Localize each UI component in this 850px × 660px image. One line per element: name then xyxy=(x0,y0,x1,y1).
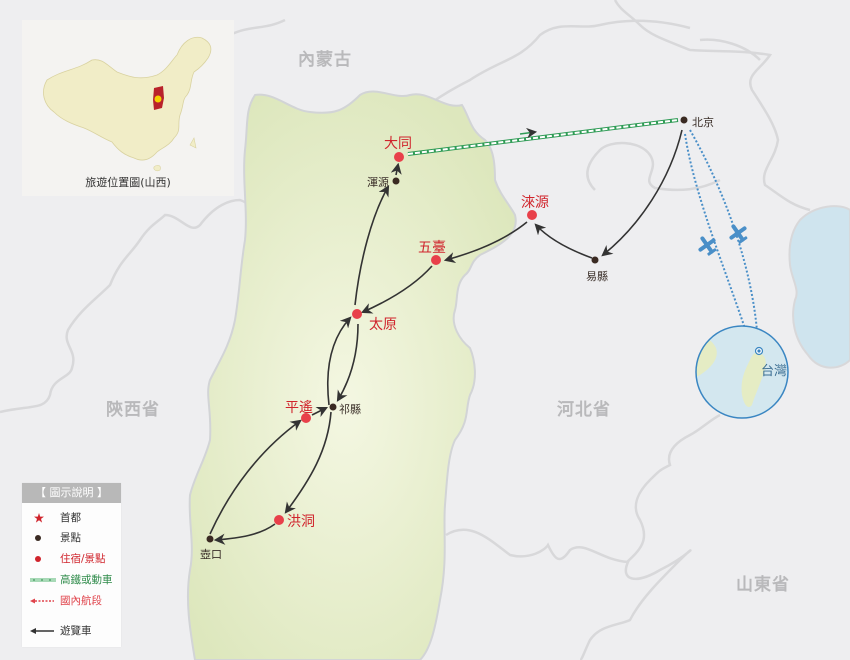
shanxi-province xyxy=(186,90,517,660)
city-label-hunyuan: 渾源 xyxy=(367,176,389,189)
legend-item-rail: 高鐵或動車 xyxy=(30,573,113,587)
attraction-dot-yixian xyxy=(591,256,599,264)
dot-icon xyxy=(34,534,60,542)
city-label-yixian: 易縣 xyxy=(586,270,608,283)
rail-line-icon xyxy=(30,577,60,583)
attraction-dot-hunyuan xyxy=(392,177,400,185)
city-label-hongtong: 洪洞 xyxy=(287,514,315,530)
city-label-hukou: 壺口 xyxy=(200,548,222,561)
legend-item-flight: 國內航段 xyxy=(30,594,102,608)
city-label-laiyuan: 淶源 xyxy=(521,195,549,211)
province-borders xyxy=(0,0,811,660)
map-legend: 【 圖示說明 】 首都 景點 住宿/景點 高鐵或動車 國內航段 遊覽車 xyxy=(22,483,121,647)
city-dots xyxy=(206,116,688,543)
inset-caption: 旅遊位置圖(山西) xyxy=(85,176,171,189)
region-label-neimenggu: 內蒙古 xyxy=(298,50,352,70)
attraction-dot-hukou xyxy=(206,535,214,543)
region-label-shandong: 山東省 xyxy=(736,575,790,595)
stay-dot-pingyao xyxy=(301,413,311,423)
legend-title: 【 圖示說明 】 xyxy=(22,483,121,503)
china-outline xyxy=(43,36,212,172)
legend-item-capital: 首都 xyxy=(34,511,81,525)
legend-item-attraction: 景點 xyxy=(34,531,81,545)
city-label-taiyuan: 太原 xyxy=(369,317,397,333)
region-label-shaanxi: 陝西省 xyxy=(106,400,160,420)
flight-paths xyxy=(684,129,764,351)
location-inset-map: 旅遊位置圖(山西) xyxy=(22,20,234,196)
bohai-sea xyxy=(788,205,850,369)
stay-dot-laiyuan xyxy=(527,210,537,220)
region-label-hebei: 河北省 xyxy=(557,400,611,420)
bus-routes xyxy=(209,129,683,545)
legend-item-stay: 住宿/景點 xyxy=(34,552,106,566)
stay-dot-hongtong xyxy=(274,515,284,525)
shanxi-marker xyxy=(154,95,162,103)
stay-dot-wutai xyxy=(431,255,441,265)
stay-dot-taiyuan xyxy=(352,309,362,319)
red-dot-icon xyxy=(34,555,60,563)
flight-path-icon xyxy=(30,598,60,604)
attraction-dot-beijing xyxy=(680,116,688,124)
attraction-dot-qixian xyxy=(329,403,337,411)
bus-route-arrow-icon xyxy=(30,628,60,634)
rail-line-datong-beijing xyxy=(407,118,679,156)
city-label-datong: 大同 xyxy=(384,136,412,152)
star-icon xyxy=(34,513,60,523)
city-label-taiwan: 台灣 xyxy=(761,364,788,379)
city-label-pingyao: 平遙 xyxy=(285,400,313,416)
legend-item-bus: 遊覽車 xyxy=(30,624,92,638)
stay-dot-datong xyxy=(394,152,404,162)
airplane-icon xyxy=(698,224,748,256)
city-label-wutai: 五臺 xyxy=(418,240,446,256)
city-label-beijing: 北京 xyxy=(692,116,714,129)
city-label-qixian: 祁縣 xyxy=(339,403,361,416)
